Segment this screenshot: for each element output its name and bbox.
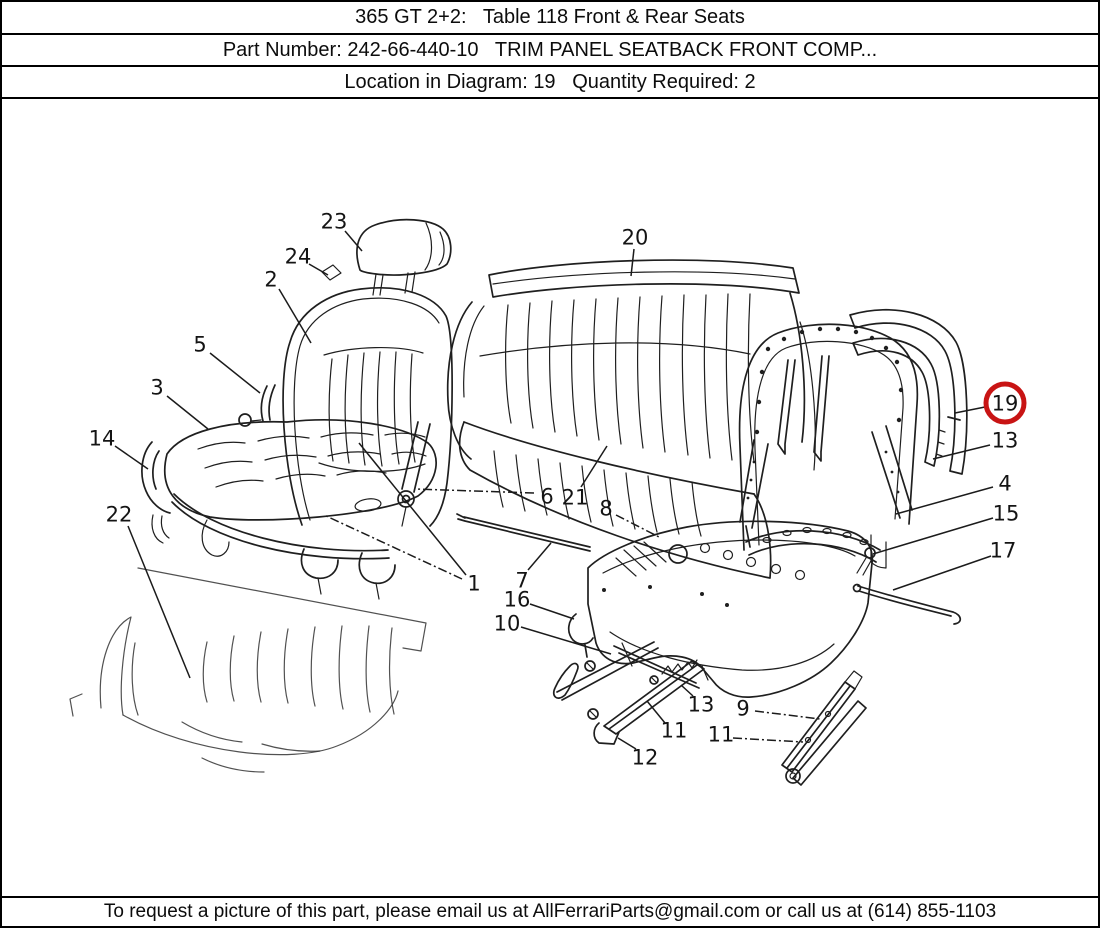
- callout-15-leader: [872, 517, 994, 555]
- callout-9-leader: [754, 710, 821, 720]
- callout-14-leader: [114, 445, 149, 470]
- callout-7: 7: [515, 569, 528, 593]
- contact-text: To request a picture of this part, pleas…: [103, 901, 997, 922]
- callout-10-leader: [520, 626, 612, 655]
- callout-13: 13: [688, 693, 715, 717]
- callout-24-leader: [308, 263, 329, 276]
- callout-12: 12: [632, 746, 659, 770]
- callout-1-leader: [358, 442, 467, 576]
- callout-2-leader: [278, 288, 312, 344]
- callout-17: 17: [990, 539, 1017, 563]
- callout-4-leader: [895, 486, 994, 515]
- callout-20-leader: [630, 248, 635, 277]
- callout-4: 4: [998, 472, 1011, 496]
- trim-panels-drawing: [849, 308, 968, 475]
- location-quantity-bar: Location in Diagram: 19 Quantity Require…: [2, 67, 1098, 99]
- location-quantity-text: Location in Diagram: 19 Quantity Require…: [344, 70, 756, 93]
- callout-1-leader2: [323, 514, 463, 580]
- callout-11: 11: [708, 723, 735, 747]
- callout-9: 9: [736, 697, 749, 721]
- callout-8-leader: [615, 514, 660, 538]
- frame-holes: [754, 326, 904, 435]
- part-number-bar: Part Number: 242-66-440-10 TRIM PANEL SE…: [2, 35, 1098, 67]
- part-number-text: Part Number: 242-66-440-10 TRIM PANEL SE…: [222, 38, 878, 61]
- seatback-frame-drawing: [738, 323, 919, 569]
- callout-7-leader: [527, 542, 552, 571]
- callout-24: 24: [285, 245, 312, 269]
- callout-13-leader: [680, 684, 694, 697]
- callout-6-leader: [414, 488, 535, 494]
- callout-11-leader: [732, 737, 804, 743]
- callout-16-leader: [529, 603, 575, 620]
- page-title: 365 GT 2+2: Table 118 Front & Rear Seats: [355, 6, 745, 28]
- callout-19-leader: [954, 406, 986, 414]
- callout-23-leader: [344, 230, 363, 252]
- callout-23: 23: [321, 210, 348, 234]
- callout-8: 8: [599, 497, 612, 521]
- callout-5: 5: [193, 333, 206, 357]
- callout-22: 22: [106, 503, 133, 527]
- callout-15: 15: [993, 502, 1020, 526]
- callout-21: 21: [562, 486, 589, 510]
- callout-10: 10: [494, 612, 521, 636]
- callout-13-leader: [932, 444, 991, 460]
- callout-21-leader: [580, 445, 608, 488]
- rods-drawing: [456, 513, 962, 625]
- title-bar: 365 GT 2+2: Table 118 Front & Rear Seats: [2, 2, 1098, 35]
- callout-13: 13: [992, 429, 1019, 453]
- callout-20: 20: [622, 226, 649, 250]
- callout-3-leader: [166, 395, 209, 430]
- callout-2: 2: [264, 268, 277, 292]
- callout-22-leader: [127, 525, 191, 679]
- callout-19-highlighted: 19: [992, 392, 1019, 416]
- highlighted-location-circle: [983, 381, 1027, 425]
- footer-bar: To request a picture of this part, pleas…: [2, 896, 1098, 926]
- rails-drawing: [552, 641, 867, 786]
- callout-1: 1: [467, 572, 480, 596]
- callout-11-leader: [646, 700, 666, 724]
- callout-6: 6: [540, 485, 553, 509]
- body-panel-drawing: [69, 567, 427, 773]
- callout-12-leader: [617, 737, 637, 750]
- callout-16: 16: [504, 588, 531, 612]
- callout-17-leader: [892, 555, 992, 591]
- seat-pan-drawing: [567, 520, 874, 698]
- callout-11: 11: [661, 719, 688, 743]
- callout-5-leader: [209, 352, 261, 394]
- front-seat-drawing: [141, 218, 453, 600]
- callout-3: 3: [150, 376, 163, 400]
- callout-14: 14: [89, 427, 116, 451]
